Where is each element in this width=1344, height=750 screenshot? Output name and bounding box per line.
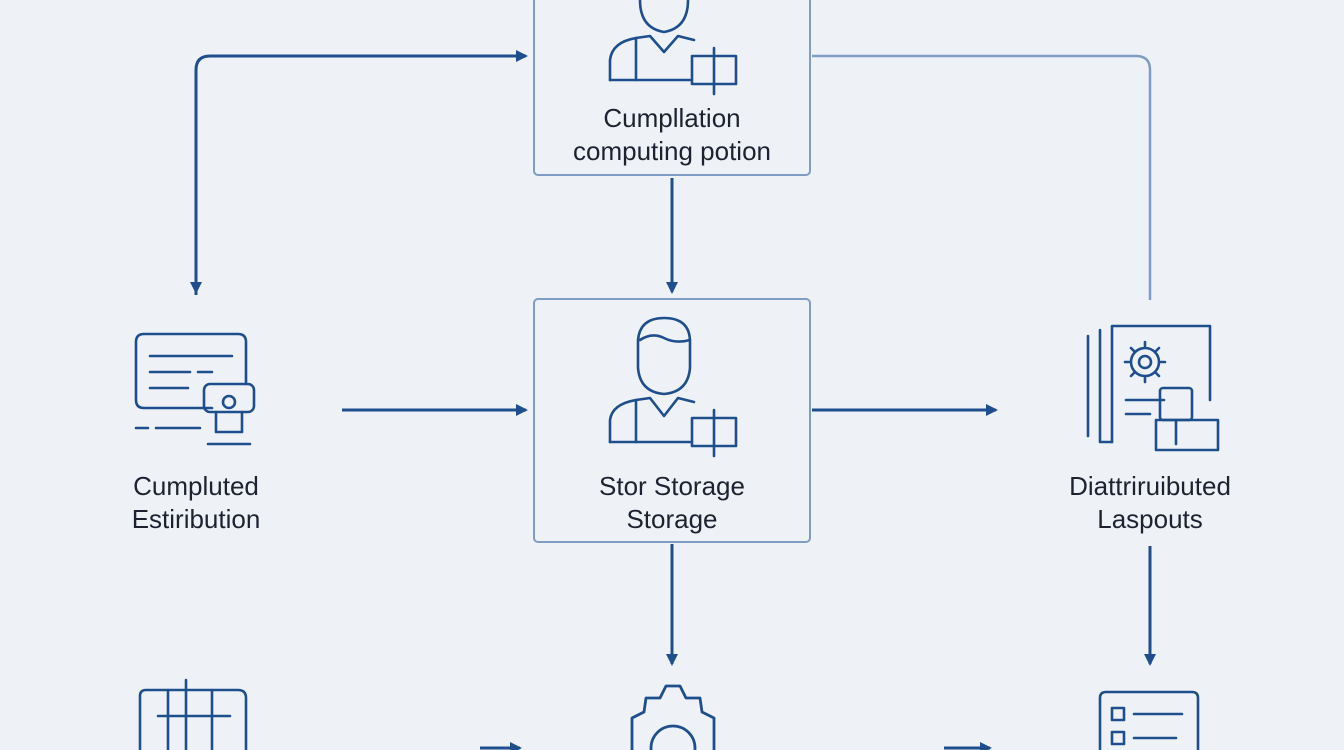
- user-icon: [608, 316, 738, 458]
- top-node-line1: Cumpllation: [603, 103, 741, 133]
- grid-icon: [138, 678, 248, 750]
- top-node-box[interactable]: [533, 0, 811, 176]
- gear-icon: [630, 684, 716, 750]
- top-node-label: Cumpllation computing potion: [534, 102, 810, 168]
- arrow-left-to-top: [194, 50, 528, 295]
- line-top-to-right: [812, 54, 1152, 300]
- right-node-line1: Diattriruibuted: [1069, 471, 1231, 501]
- center-node-line2: Storage: [626, 504, 718, 534]
- left-node-label: Cumpluted Estiribution: [96, 470, 296, 536]
- center-node-box[interactable]: [533, 298, 811, 543]
- left-node-line2: Estiribution: [131, 504, 261, 534]
- left-node-line1: Cumpluted: [133, 471, 259, 501]
- user-icon: [608, 0, 738, 96]
- top-node-line2: computing potion: [572, 136, 772, 166]
- document-gear-icon: [1086, 324, 1220, 452]
- center-node-label: Stor Storage Storage: [534, 470, 810, 536]
- right-node-line2: Laspouts: [1097, 504, 1203, 534]
- center-node-line1: Stor Storage: [599, 471, 745, 501]
- list-icon: [1098, 690, 1200, 750]
- right-node-label: Diattriruibuted Laspouts: [1030, 470, 1270, 536]
- terminal-icon: [134, 332, 256, 446]
